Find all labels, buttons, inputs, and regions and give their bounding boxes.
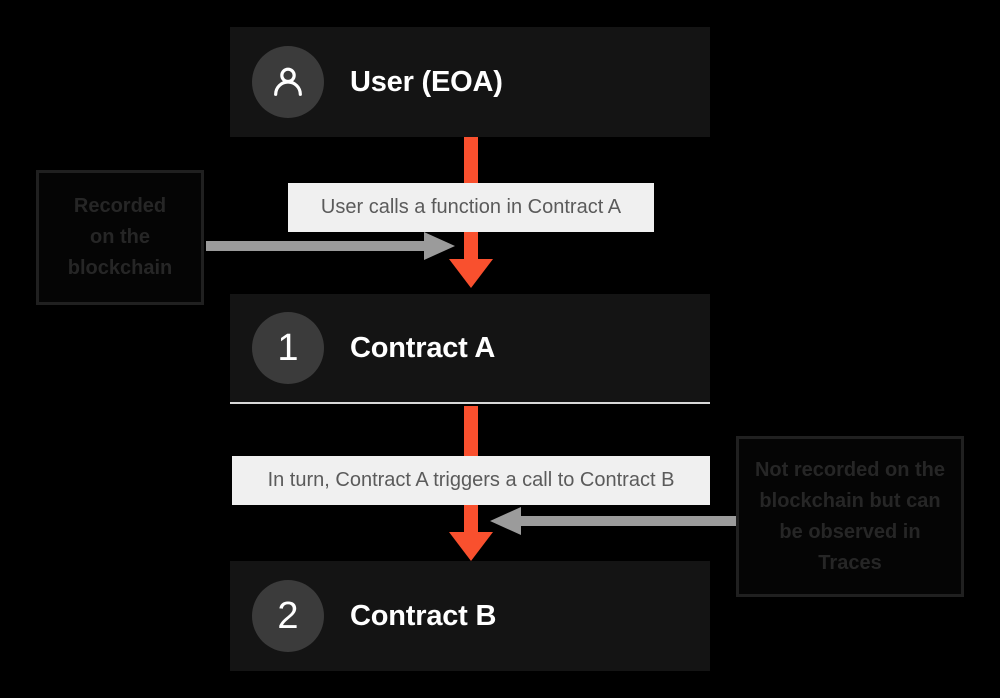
flow-arrow-label-to-contract-a-head [449, 259, 493, 288]
annotation-recorded-on-blockchain: Recorded on the blockchain [36, 170, 204, 305]
step-number-badge-1: 1 [252, 312, 324, 384]
annotation-right-line-3: be observed in [779, 520, 921, 543]
node-contract-a[interactable]: 1 Contract A [230, 294, 710, 404]
annotation-right-arrow-stem [516, 516, 737, 526]
flow-arrow-contract-a-to-label-stem [464, 406, 478, 456]
annotation-right-arrow-head [490, 507, 521, 535]
annotation-left-line-1: Recorded [73, 195, 167, 217]
edge-label-contract-a-triggers-contract-b: In turn, Contract A triggers a call to C… [232, 456, 710, 505]
edge-label-user-calls-contract-a: User calls a function in Contract A [288, 183, 654, 232]
node-contract-b[interactable]: 2 Contract B [230, 561, 710, 671]
annotation-right-line-1: Not recorded on the [754, 458, 945, 481]
annotation-right-line-4: Traces [818, 551, 882, 574]
flow-arrow-user-to-label [464, 137, 478, 184]
annotation-left-line-2: on the [90, 226, 150, 248]
flow-arrow-label-to-contract-b-stem [464, 505, 478, 536]
annotation-left-arrow-head [424, 232, 455, 260]
person-icon [252, 46, 324, 118]
node-contract-a-label: Contract A [350, 331, 496, 364]
annotation-left-line-3: blockchain [67, 257, 173, 279]
step-number-badge-2: 2 [252, 580, 324, 652]
node-user-label: User (EOA) [350, 65, 503, 98]
annotation-left-arrow-stem [206, 241, 428, 251]
node-user[interactable]: User (EOA) [230, 27, 710, 137]
flow-arrow-label-to-contract-b-head [449, 532, 493, 561]
annotation-not-recorded-observed-in-traces: Not recorded on the blockchain but can b… [736, 436, 964, 597]
node-contract-b-label: Contract B [350, 599, 497, 632]
annotation-right-line-2: blockchain but can [759, 489, 941, 512]
flow-arrow-label-to-contract-a-stem [464, 232, 478, 263]
